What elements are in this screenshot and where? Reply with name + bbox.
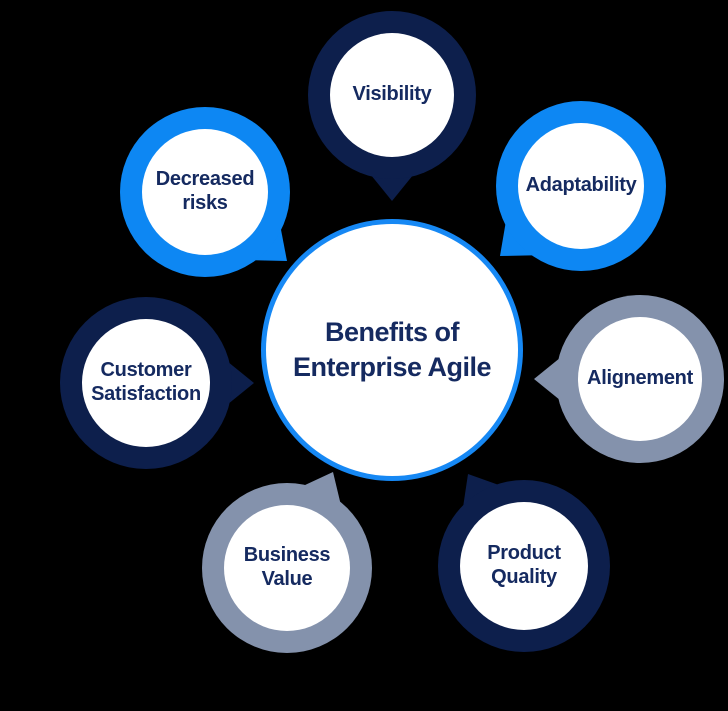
center-node bbox=[261, 219, 523, 481]
node-adaptability bbox=[496, 101, 666, 271]
node-customer-satisfaction-inner-circle bbox=[82, 319, 210, 447]
node-business-value bbox=[202, 472, 372, 653]
node-decreased-risks-inner-circle bbox=[142, 129, 268, 255]
node-customer-satisfaction bbox=[60, 297, 254, 469]
node-alignement-inner-circle bbox=[578, 317, 702, 441]
node-alignement bbox=[534, 295, 724, 463]
node-product-quality bbox=[438, 474, 610, 652]
node-business-value-inner-circle bbox=[224, 505, 350, 631]
node-product-quality-inner-circle bbox=[460, 502, 588, 630]
node-adaptability-inner-circle bbox=[518, 123, 644, 249]
center-circle-fill bbox=[266, 224, 518, 476]
node-decreased-risks bbox=[120, 107, 290, 277]
node-visibility bbox=[308, 11, 476, 201]
node-visibility-inner-circle bbox=[330, 33, 454, 157]
